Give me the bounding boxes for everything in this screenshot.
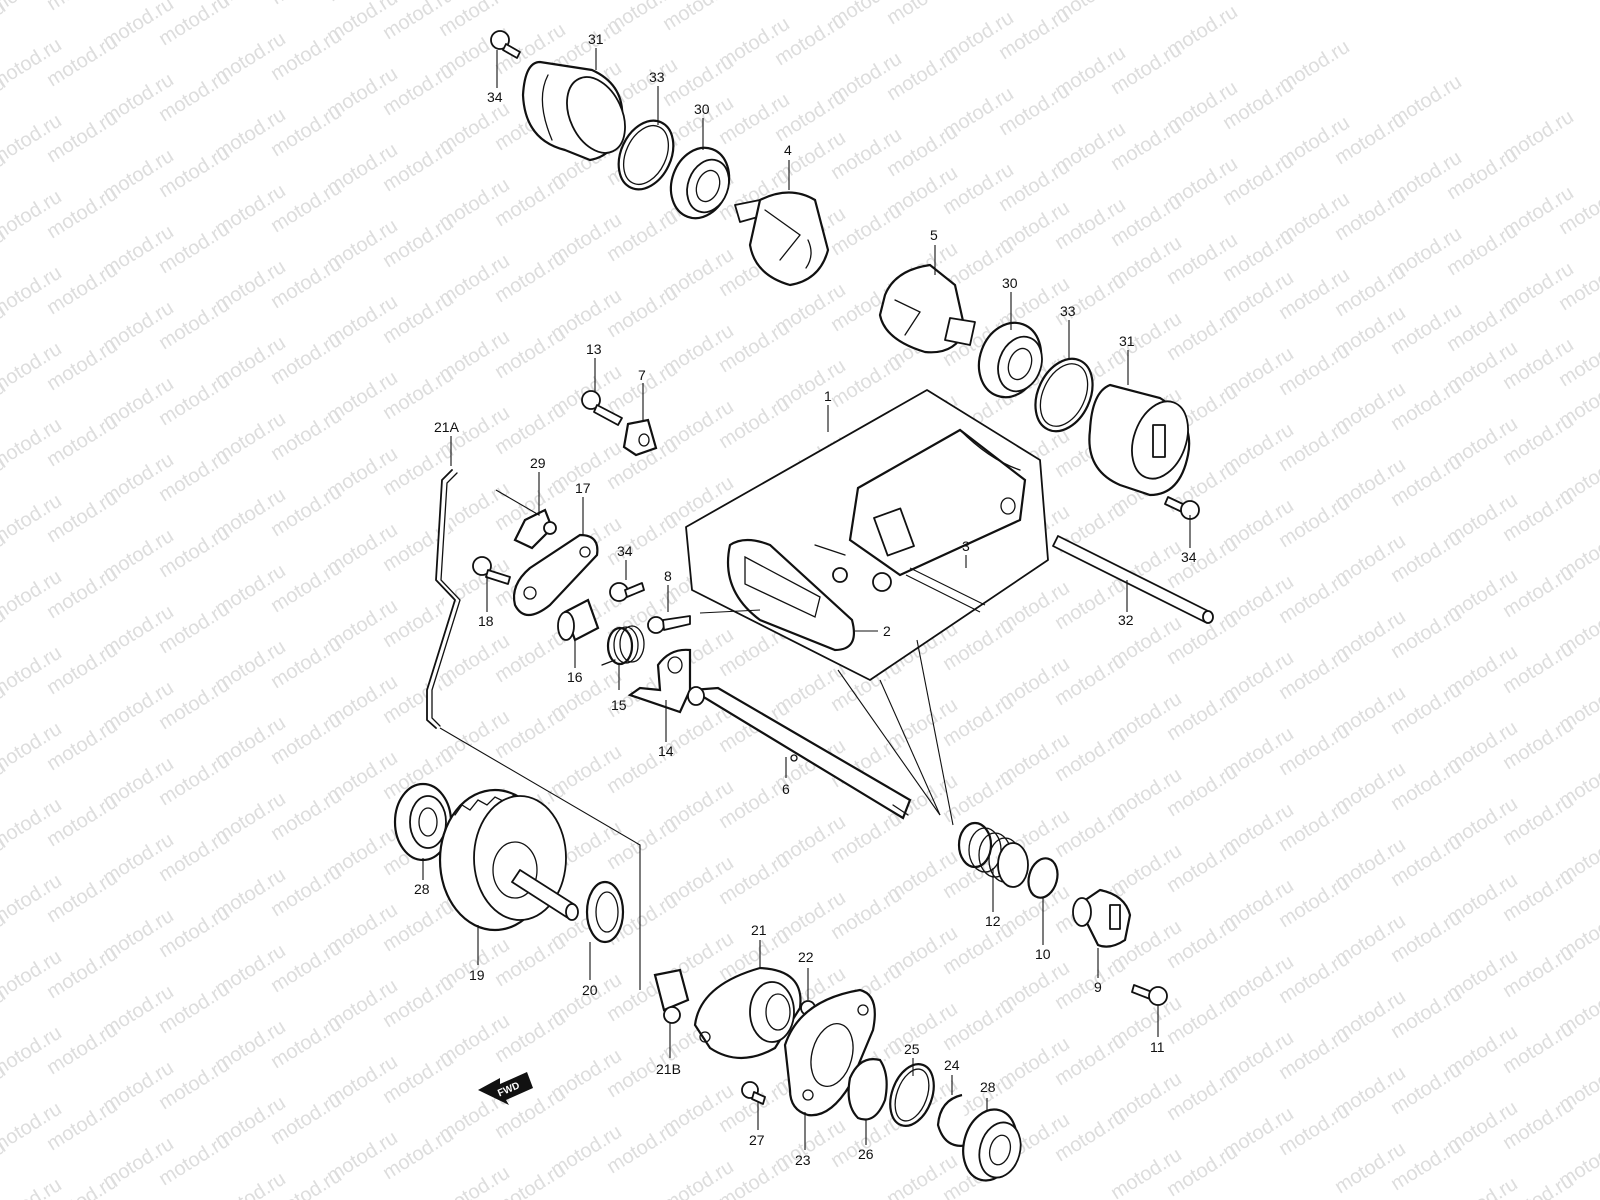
callout-14: 14	[658, 743, 674, 759]
callout-labels: 34 31 33 30 4 5 30 33 31 34 32 1 3 2 8 3…	[414, 31, 1197, 1168]
o-ring-25	[889, 1063, 935, 1127]
callout-30-right: 30	[1002, 275, 1018, 291]
bearing-20	[585, 880, 625, 944]
callout-2: 2	[883, 623, 891, 639]
watermark-text: motod.ru	[0, 1174, 66, 1200]
callout-21B: 21B	[656, 1061, 681, 1077]
callout-9: 9	[1094, 979, 1102, 995]
callout-33-top: 33	[649, 69, 665, 85]
lever-17	[512, 533, 599, 617]
housing-31-top	[521, 60, 626, 162]
watermark-text: motod.ru	[659, 0, 738, 35]
callout-1: 1	[824, 388, 832, 404]
clip-21B	[653, 968, 690, 1024]
callout-28-bottom: 28	[980, 1079, 996, 1095]
plug-9	[1072, 888, 1132, 948]
seal-26	[847, 1058, 888, 1121]
callout-13: 13	[586, 341, 602, 357]
callout-22: 22	[798, 949, 814, 965]
cam-4	[734, 191, 830, 287]
bearing-28-left	[393, 782, 453, 862]
spring-12	[957, 821, 1029, 888]
callout-17: 17	[575, 480, 591, 496]
fwd-arrow-icon: FWD	[478, 1072, 533, 1105]
cam-5	[878, 263, 976, 354]
callout-23: 23	[795, 1152, 811, 1168]
callout-31-right: 31	[1119, 333, 1135, 349]
callout-11: 11	[1150, 1039, 1165, 1055]
bearing-28-bottom	[962, 1108, 1022, 1182]
collar-16	[557, 598, 600, 642]
plate-14	[627, 648, 692, 714]
callout-19: 19	[469, 967, 485, 983]
bolt-34-right	[1164, 496, 1200, 520]
gasket-23	[783, 988, 876, 1117]
callout-21: 21	[751, 922, 767, 938]
bolt-18	[472, 556, 511, 585]
watermark-text: motod.ru	[43, 0, 122, 15]
gasket-2	[726, 538, 856, 652]
screw-8	[647, 615, 691, 634]
bolt-13	[581, 390, 623, 426]
callout-29: 29	[530, 455, 546, 471]
callout-27: 27	[749, 1132, 765, 1148]
callout-31-top: 31	[588, 31, 604, 47]
callout-32: 32	[1118, 612, 1134, 628]
callout-6: 6	[782, 781, 790, 797]
spring-15	[601, 625, 645, 666]
callout-30-top: 30	[694, 101, 710, 117]
pin-27	[741, 1081, 766, 1105]
callout-3: 3	[962, 538, 970, 554]
callout-15: 15	[611, 697, 627, 713]
o-ring-10	[1027, 857, 1059, 899]
callout-10: 10	[1035, 946, 1051, 962]
holder-21	[693, 966, 802, 1059]
watermark-text: motod.ru	[1443, 1173, 1522, 1200]
callout-34-top: 34	[487, 89, 503, 105]
callout-8: 8	[664, 568, 672, 584]
callout-7: 7	[638, 367, 646, 383]
callout-25: 25	[904, 1041, 920, 1057]
shaft-6	[687, 686, 912, 820]
bolt-11	[1131, 984, 1168, 1006]
rod-3	[909, 567, 986, 606]
callout-34-left: 34	[617, 543, 633, 559]
bolt-34-top	[490, 30, 521, 59]
bearing-30-right	[977, 321, 1043, 399]
callout-12: 12	[985, 913, 1001, 929]
callout-18: 18	[478, 613, 494, 629]
callout-4: 4	[784, 142, 792, 158]
callout-33-right: 33	[1060, 303, 1076, 319]
watermark-text: motod.ru	[211, 1168, 290, 1200]
callout-26: 26	[858, 1146, 874, 1162]
clip-29	[513, 508, 557, 550]
callout-21A: 21A	[434, 419, 460, 435]
callout-34-right: 34	[1181, 549, 1197, 565]
callout-24: 24	[944, 1057, 960, 1073]
housing-31-right	[1088, 383, 1191, 497]
link-rod-21A	[426, 469, 456, 729]
callout-16: 16	[567, 669, 583, 685]
gear-shaft-19	[438, 788, 579, 932]
watermark-text: motod.ru	[883, 0, 962, 29]
leader-lines	[422, 48, 1191, 1150]
bearing-30-top	[669, 146, 731, 220]
bolt-34-left	[609, 582, 645, 602]
circlip-24	[936, 1093, 969, 1147]
callout-28-left: 28	[414, 881, 430, 897]
callout-20: 20	[582, 982, 598, 998]
callout-5: 5	[930, 227, 938, 243]
